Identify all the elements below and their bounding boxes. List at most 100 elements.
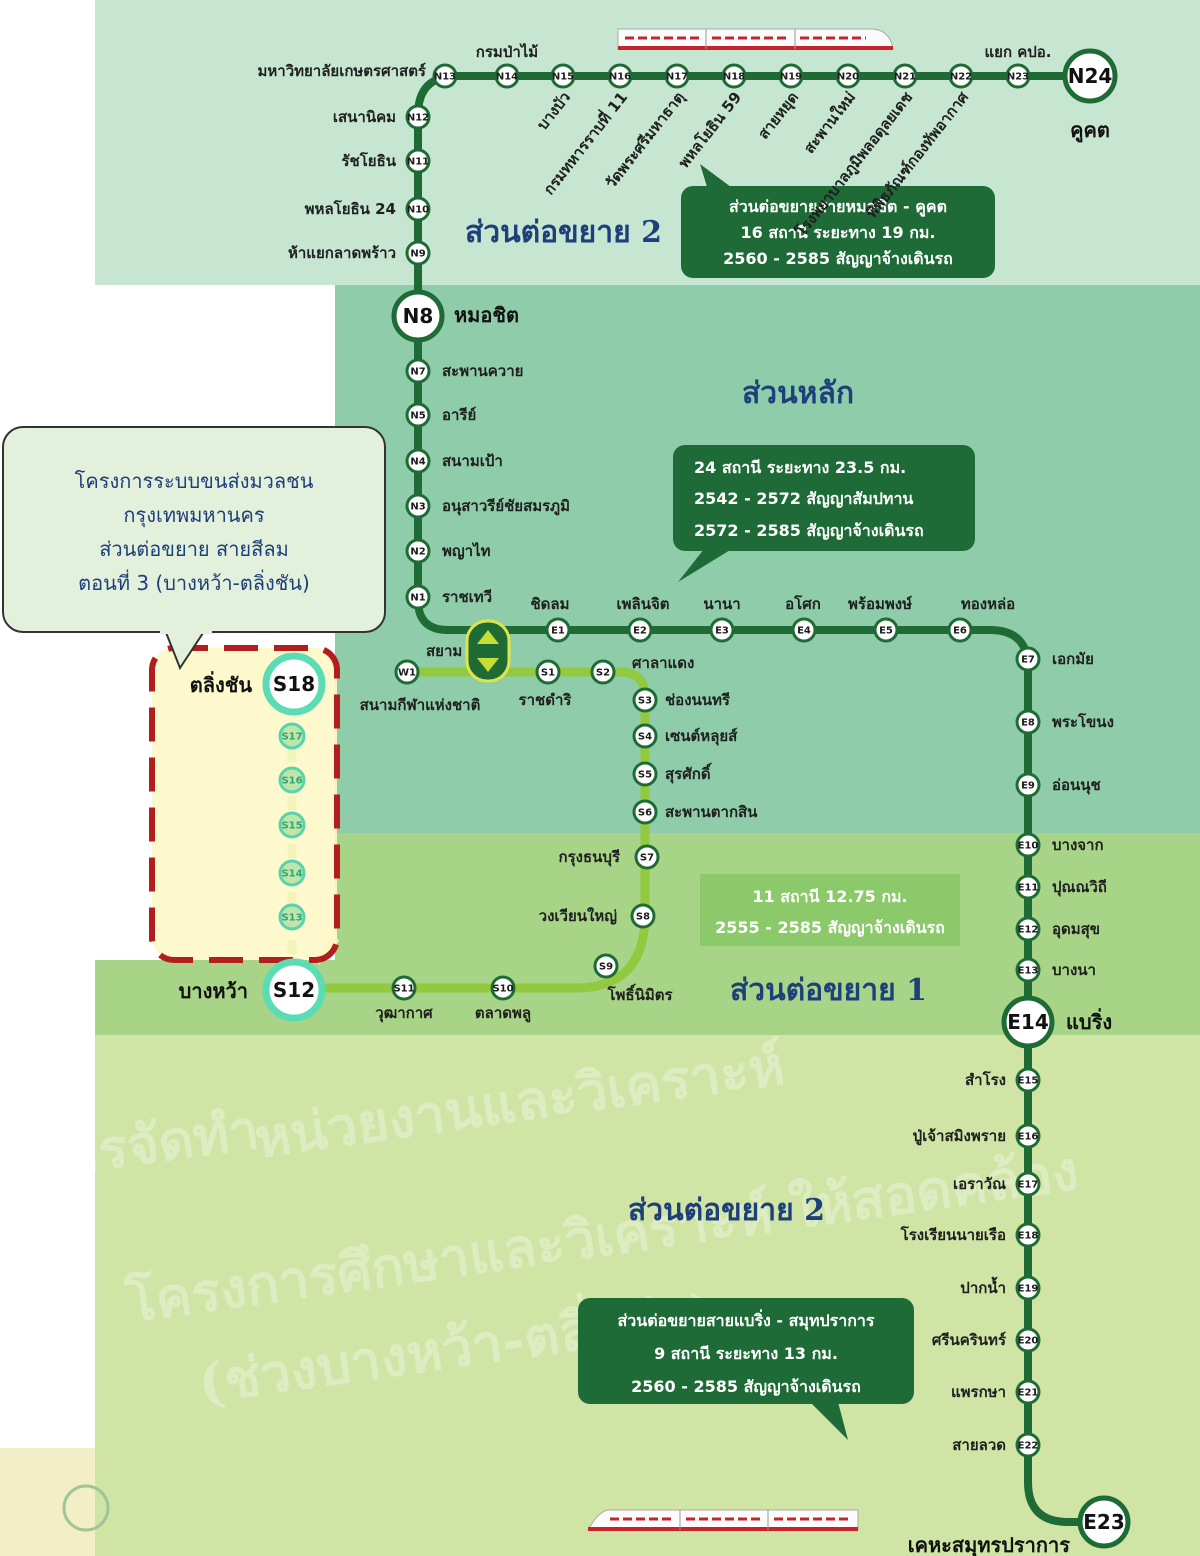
station-marker[interactable] bbox=[405, 196, 431, 222]
station-marker[interactable] bbox=[835, 63, 861, 89]
station-name: อ่อนนุช bbox=[1052, 776, 1101, 795]
planned-station-marker[interactable] bbox=[278, 811, 306, 839]
station-marker[interactable] bbox=[1015, 1275, 1041, 1301]
station-marker[interactable] bbox=[405, 402, 431, 428]
station-marker[interactable] bbox=[494, 63, 520, 89]
major-station-marker[interactable] bbox=[391, 289, 445, 343]
major-station-marker[interactable] bbox=[262, 958, 326, 1022]
major-station-marker[interactable] bbox=[262, 652, 326, 716]
planned-station-marker[interactable] bbox=[278, 766, 306, 794]
station-marker[interactable] bbox=[632, 799, 658, 825]
svg-text:2555 - 2585 สัญญาจ้างเดินรถ: 2555 - 2585 สัญญาจ้างเดินรถ bbox=[715, 918, 945, 938]
station-marker[interactable] bbox=[892, 63, 918, 89]
station-code: N18 bbox=[723, 72, 745, 83]
station-marker[interactable] bbox=[1015, 1379, 1041, 1405]
station-code: N7 bbox=[410, 367, 425, 378]
station-code: N1 bbox=[410, 593, 425, 604]
station-code: N21 bbox=[894, 72, 916, 83]
station-marker[interactable] bbox=[634, 844, 660, 870]
station-marker[interactable] bbox=[405, 104, 431, 130]
station-marker[interactable] bbox=[405, 148, 431, 174]
station-code: E4 bbox=[797, 626, 811, 637]
station-marker[interactable] bbox=[630, 903, 656, 929]
zone-ext2-south-background bbox=[95, 1035, 1200, 1556]
station-name: ชิดลม bbox=[530, 595, 569, 613]
station-marker[interactable] bbox=[405, 358, 431, 384]
station-name: เพลินจิต bbox=[617, 595, 670, 613]
station-marker[interactable] bbox=[1015, 1123, 1041, 1149]
station-code: N23 bbox=[1007, 72, 1029, 83]
station-marker[interactable] bbox=[778, 63, 804, 89]
station-marker[interactable] bbox=[593, 953, 619, 979]
station-marker[interactable] bbox=[632, 687, 658, 713]
station-marker[interactable] bbox=[1015, 772, 1041, 798]
planned-station-marker[interactable] bbox=[278, 722, 306, 750]
major-station-marker[interactable] bbox=[1001, 995, 1055, 1049]
station-marker[interactable] bbox=[1015, 874, 1041, 900]
station-marker[interactable] bbox=[490, 975, 516, 1001]
station-name: พระโขนง bbox=[1052, 712, 1114, 731]
major-station-code: S12 bbox=[273, 978, 315, 1002]
station-marker[interactable] bbox=[607, 63, 633, 89]
station-code: S2 bbox=[596, 668, 610, 679]
station-marker[interactable] bbox=[394, 659, 420, 685]
station-marker[interactable] bbox=[432, 63, 458, 89]
station-code: N10 bbox=[407, 205, 429, 216]
station-marker[interactable] bbox=[632, 723, 658, 749]
major-station-marker[interactable] bbox=[1077, 1495, 1131, 1549]
station-marker[interactable] bbox=[1015, 646, 1041, 672]
train-icon-top bbox=[617, 28, 894, 50]
station-name: สะพานควาย bbox=[442, 362, 523, 380]
station-marker[interactable] bbox=[1015, 1432, 1041, 1458]
station-marker[interactable] bbox=[1015, 1222, 1041, 1248]
station-marker[interactable] bbox=[391, 975, 417, 1001]
station-marker[interactable] bbox=[721, 63, 747, 89]
station-code: N16 bbox=[609, 72, 631, 83]
station-marker[interactable] bbox=[1015, 832, 1041, 858]
station-marker[interactable] bbox=[535, 659, 561, 685]
station-marker[interactable] bbox=[1015, 1171, 1041, 1197]
station-marker[interactable] bbox=[632, 761, 658, 787]
station-marker[interactable] bbox=[405, 493, 431, 519]
station-marker[interactable] bbox=[873, 617, 899, 643]
station-marker[interactable] bbox=[550, 63, 576, 89]
station-name: ศรีนครินทร์ bbox=[932, 1331, 1007, 1349]
bottom-strip bbox=[0, 1448, 95, 1556]
station-marker[interactable] bbox=[1015, 1327, 1041, 1353]
station-marker[interactable] bbox=[405, 584, 431, 610]
major-station-marker[interactable] bbox=[1062, 48, 1118, 104]
station-name: บางนา bbox=[1052, 961, 1096, 979]
zone-title-ext2-south: ส่วนต่อขยาย 2 bbox=[628, 1193, 825, 1228]
station-code: E15 bbox=[1018, 1076, 1039, 1087]
major-station-name: บางหว้า bbox=[179, 979, 248, 1003]
svg-text:11 สถานี 12.75 กม.: 11 สถานี 12.75 กม. bbox=[752, 887, 907, 906]
planned-station-marker[interactable] bbox=[278, 859, 306, 887]
station-name: ปุณณวิถี bbox=[1052, 878, 1107, 897]
planned-station-marker[interactable] bbox=[278, 903, 306, 931]
station-name: สนามเป้า bbox=[442, 452, 503, 470]
station-marker[interactable] bbox=[545, 617, 571, 643]
station-marker[interactable] bbox=[947, 617, 973, 643]
station-marker[interactable] bbox=[405, 448, 431, 474]
station-marker[interactable] bbox=[1015, 709, 1041, 735]
station-marker[interactable] bbox=[664, 63, 690, 89]
station-marker[interactable] bbox=[948, 63, 974, 89]
station-marker[interactable] bbox=[1015, 916, 1041, 942]
major-station-name: เคหะสมุทรปราการ bbox=[908, 1533, 1070, 1556]
station-marker[interactable] bbox=[791, 617, 817, 643]
station-marker[interactable] bbox=[1015, 957, 1041, 983]
station-marker[interactable] bbox=[627, 617, 653, 643]
svg-text:2560 - 2585 สัญญาจ้างเดินรถ: 2560 - 2585 สัญญาจ้างเดินรถ bbox=[631, 1377, 861, 1397]
station-name: กรุงธนบุรี bbox=[559, 848, 621, 867]
station-marker[interactable] bbox=[709, 617, 735, 643]
svg-text:ส่วนต่อขยายสายแบริ่ง - สมุทปรา: ส่วนต่อขยายสายแบริ่ง - สมุทปราการ bbox=[618, 1309, 875, 1331]
station-code: S7 bbox=[640, 853, 654, 864]
station-marker[interactable] bbox=[1015, 1067, 1041, 1093]
station-code: E21 bbox=[1018, 1388, 1039, 1399]
station-marker[interactable] bbox=[1005, 63, 1031, 89]
station-marker[interactable] bbox=[405, 538, 431, 564]
station-marker[interactable] bbox=[590, 659, 616, 685]
station-code: E20 bbox=[1018, 1336, 1039, 1347]
station-code: E18 bbox=[1018, 1231, 1039, 1242]
station-marker[interactable] bbox=[405, 240, 431, 266]
